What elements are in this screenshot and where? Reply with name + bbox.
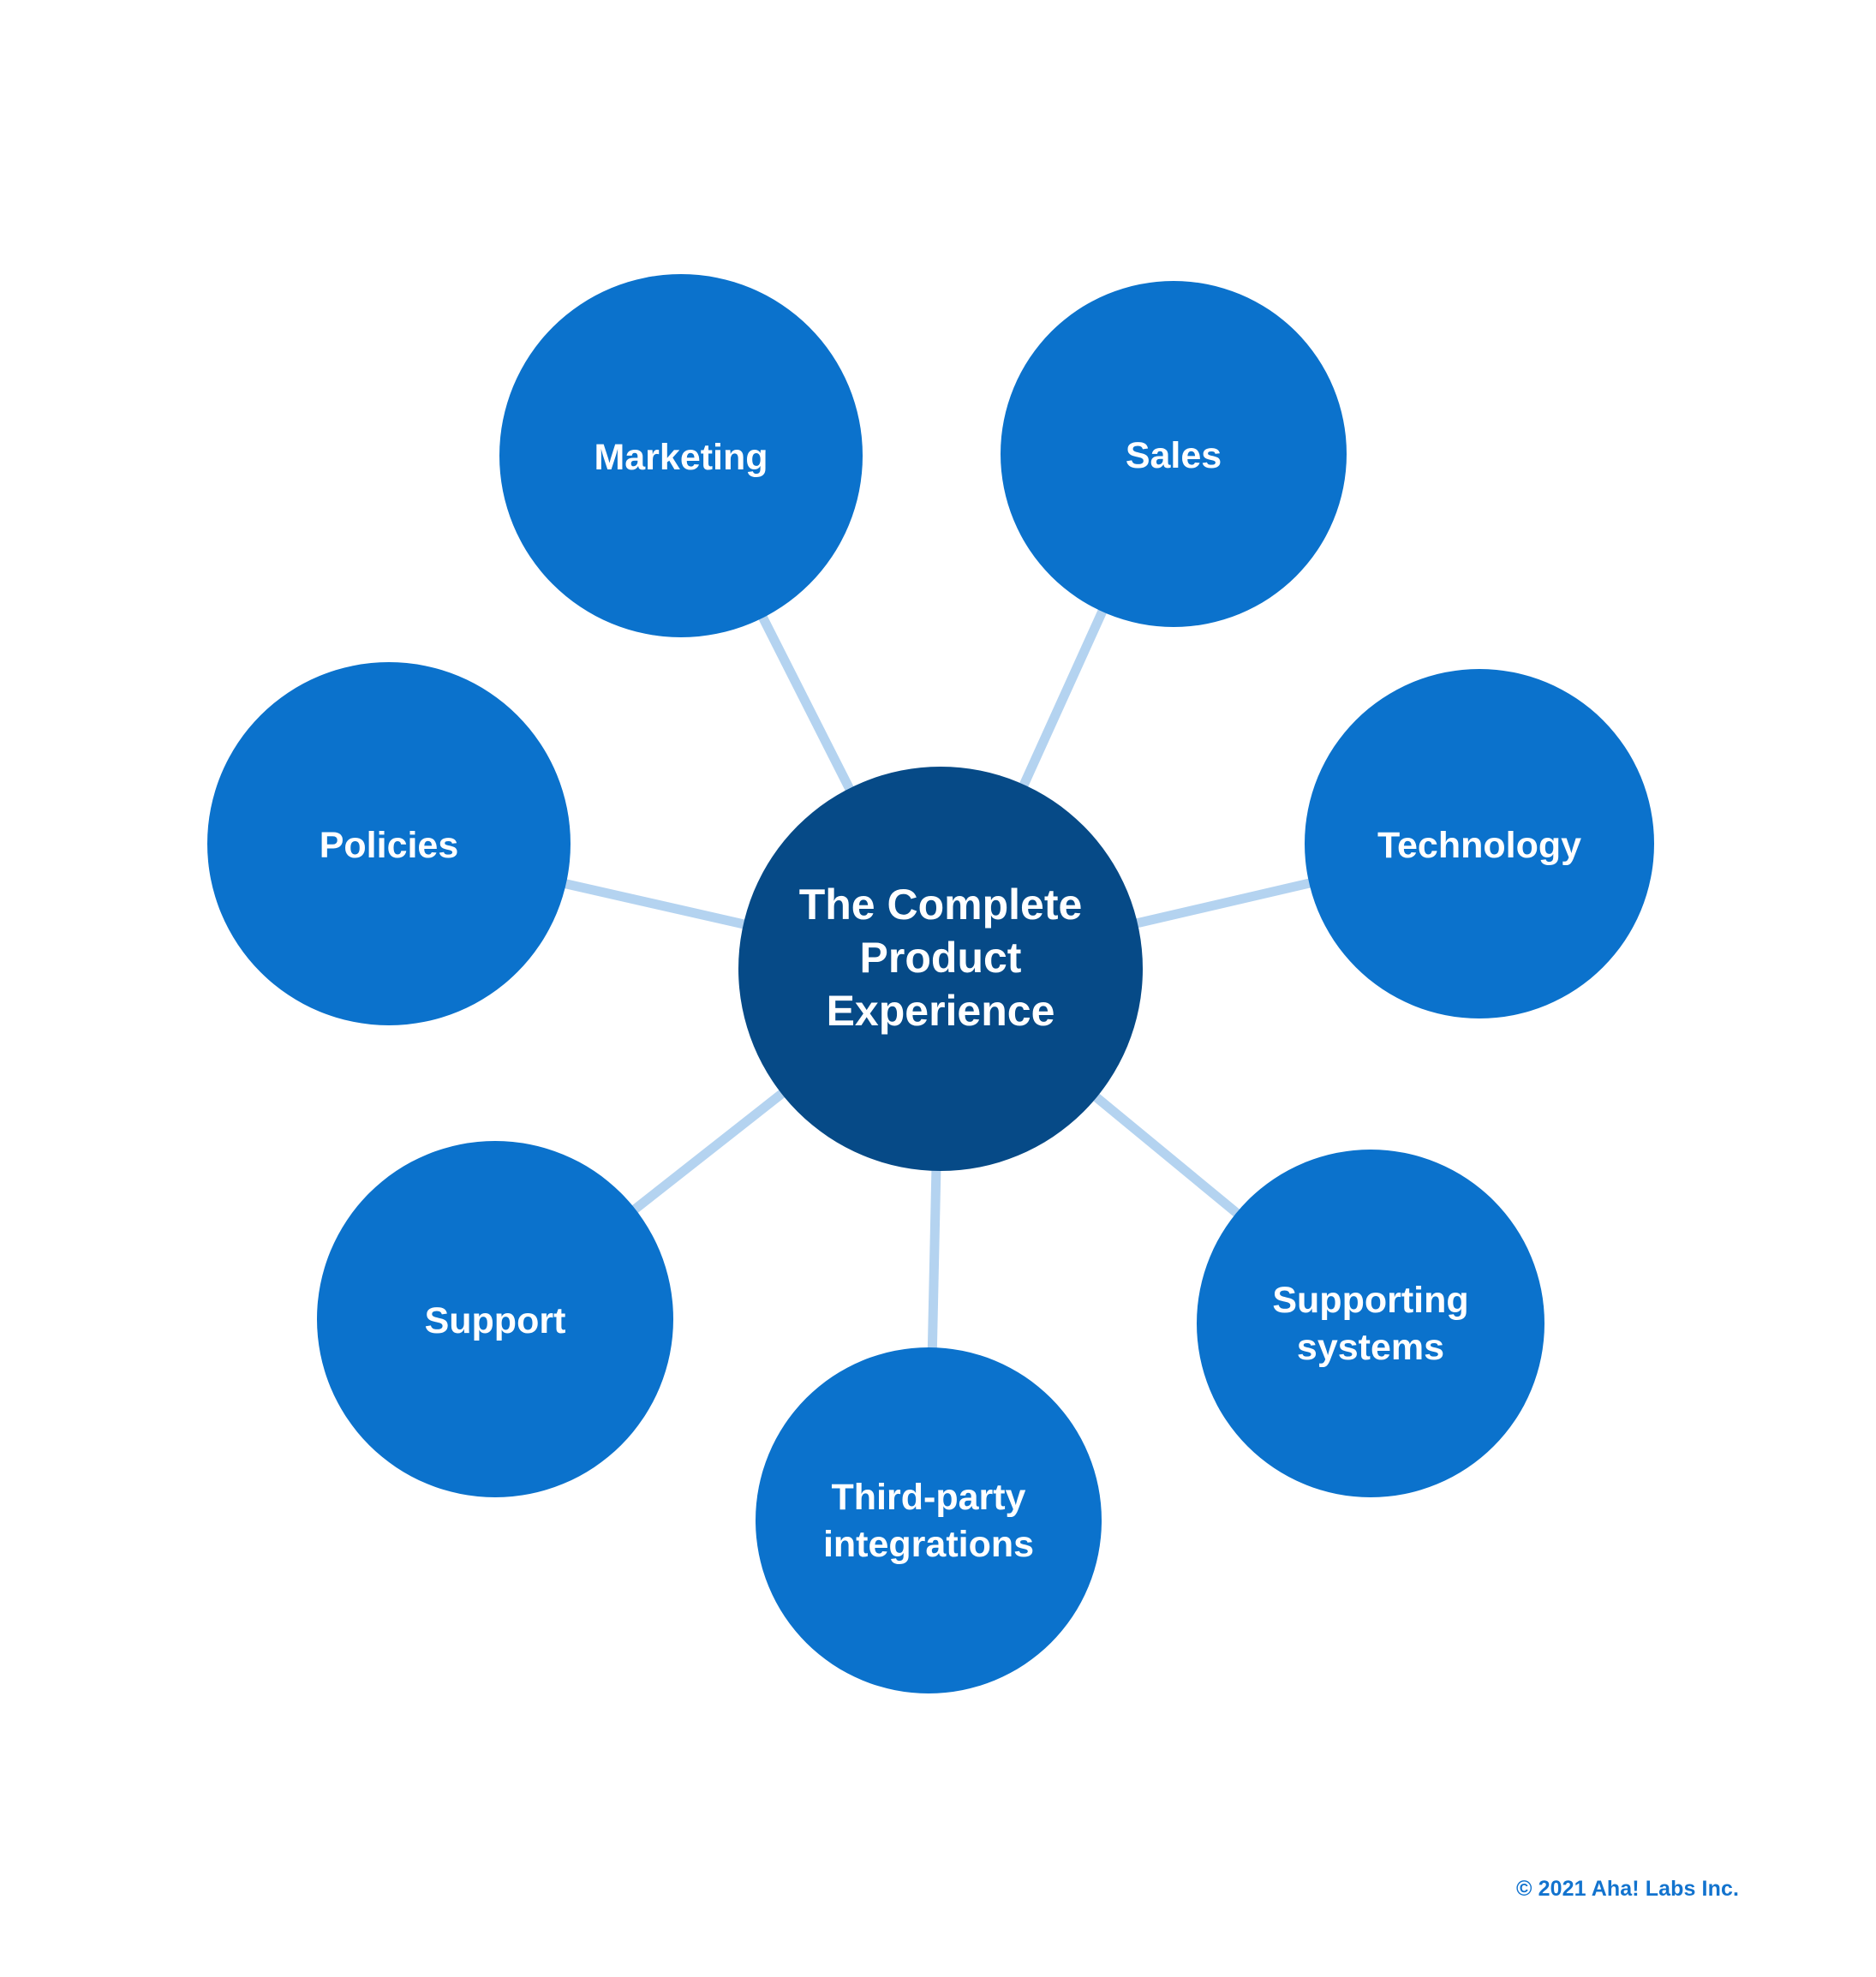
node-technology-label: Technology [1377,825,1581,866]
node-third-party-integrations-circle[interactable] [756,1347,1102,1693]
node-support[interactable]: Support [317,1141,673,1497]
node-sales-label: Sales [1126,435,1222,476]
node-technology-circle[interactable] [1305,669,1654,1018]
node-support-label: Support [425,1300,566,1341]
node-supporting-systems-label-line1: Supporting [1272,1280,1468,1321]
node-supporting-systems[interactable]: Supporting systems [1197,1150,1544,1497]
node-supporting-systems-label-line2: systems [1297,1327,1444,1368]
node-sales-circle[interactable] [1001,281,1347,627]
node-third-party-integrations-label-line1: Third-party [832,1477,1026,1518]
node-policies-circle[interactable] [207,662,571,1025]
node-center-hub-label-line3: Experience [827,987,1055,1035]
node-marketing-circle[interactable] [499,274,863,637]
node-supporting-systems-circle[interactable] [1197,1150,1544,1497]
copyright-notice: © 2021 Aha! Labs Inc. [1516,1877,1739,1901]
node-center-hub-label-line2: Product [860,934,1022,982]
node-marketing[interactable]: Marketing [499,274,863,637]
node-support-circle[interactable] [317,1141,673,1497]
node-sales[interactable]: Sales [1001,281,1347,627]
node-center-hub-label-line1: The Complete [799,881,1083,929]
node-center-hub[interactable]: The Complete Product Experience [738,767,1143,1171]
node-third-party-integrations[interactable]: Third-party integrations [756,1347,1102,1693]
node-third-party-integrations-label-line2: integrations [823,1524,1034,1565]
node-policies[interactable]: Policies [207,662,571,1025]
node-center-hub-circle[interactable] [738,767,1143,1171]
node-technology[interactable]: Technology [1305,669,1654,1018]
node-policies-label: Policies [320,825,459,866]
node-marketing-label: Marketing [594,437,768,478]
